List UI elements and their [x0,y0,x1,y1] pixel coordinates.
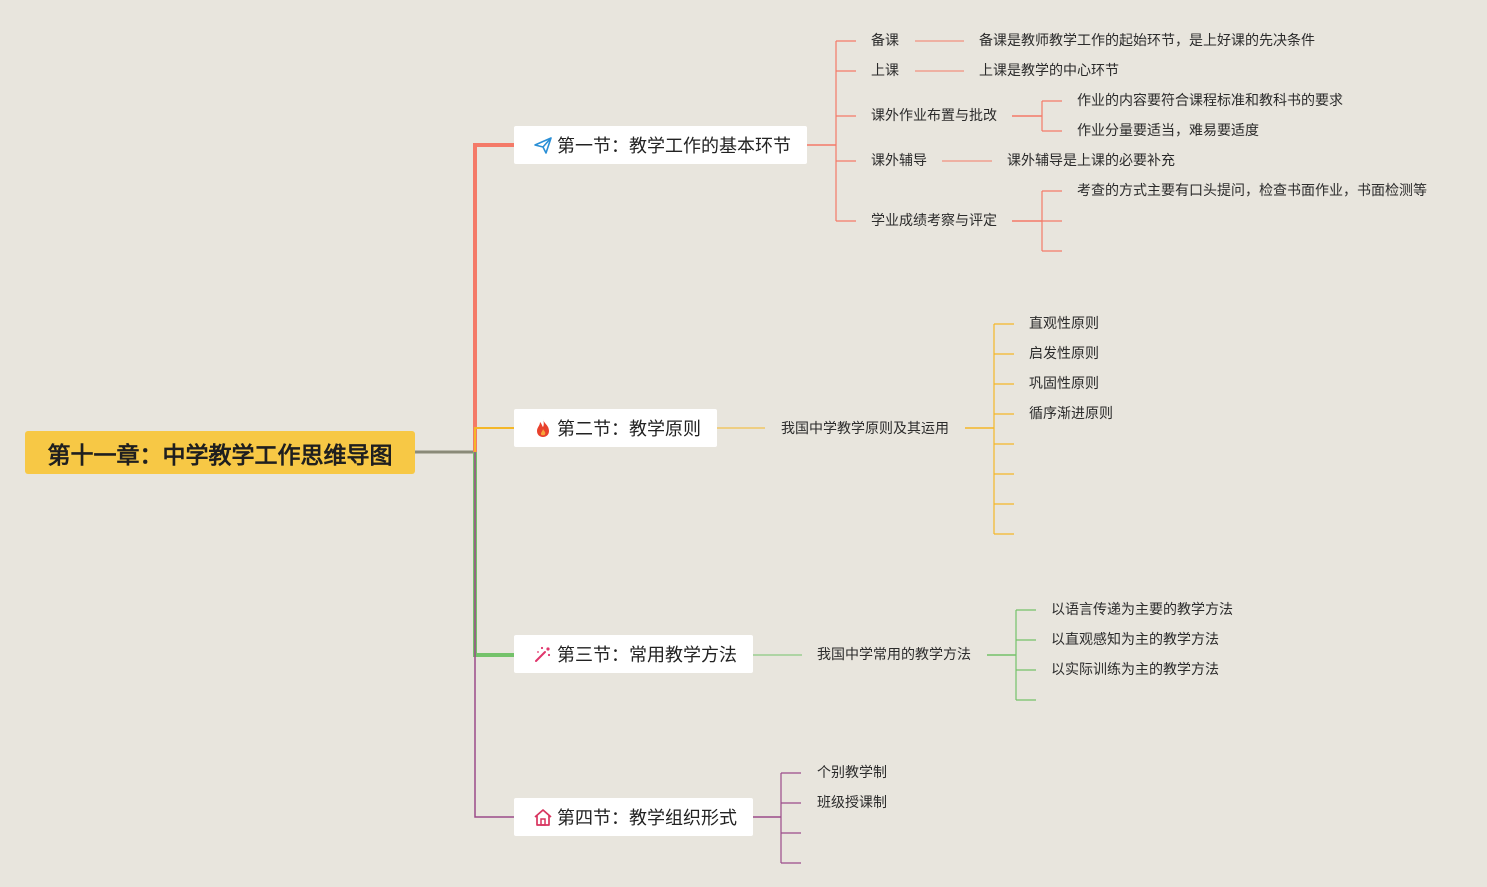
section-1-title: 第一节：教学工作的基本环节 [557,136,791,157]
topic-prep[interactable]: 备课 [871,33,899,49]
detail-assessment-methods[interactable]: 考查的方式主要有口头提问，检查书面作业，书面检测等 [1077,183,1427,199]
detail-homework-amount[interactable]: 作业分量要适当，难易要适度 [1077,123,1259,139]
section-2-node[interactable]: 第二节：教学原则 [514,409,717,447]
section-4-node[interactable]: 第四节：教学组织形式 [514,798,753,836]
method-verbal[interactable]: 以语言传递为主要的教学方法 [1051,602,1233,618]
method-perception[interactable]: 以直观感知为主的教学方法 [1051,632,1219,648]
method-practice[interactable]: 以实际训练为主的教学方法 [1051,662,1219,678]
topic-assessment[interactable]: 学业成绩考察与评定 [871,213,997,229]
home-icon [532,806,554,828]
section-1-node[interactable]: 第一节：教学工作的基本环节 [514,126,807,164]
root-topic[interactable]: 第十一章：中学教学工作思维导图 [25,431,415,474]
flame-icon [532,417,554,439]
detail-homework-content[interactable]: 作业的内容要符合课程标准和教科书的要求 [1077,93,1343,109]
principle-intuitive[interactable]: 直观性原则 [1029,316,1099,332]
topic-class[interactable]: 上课 [871,63,899,79]
principle-heuristic[interactable]: 启发性原则 [1029,346,1099,362]
branch-line-section-2 [474,427,514,452]
detail-tutoring[interactable]: 课外辅导是上课的必要补充 [1007,153,1175,169]
paper-plane-icon [532,134,554,156]
principle-consolidation[interactable]: 巩固性原则 [1029,376,1099,392]
topic-tutoring[interactable]: 课外辅导 [871,153,927,169]
branch-line-section-3 [473,452,514,657]
root-title: 第十一章：中学教学工作思维导图 [47,442,393,469]
section-4-title: 第四节：教学组织形式 [557,808,737,829]
principle-gradual[interactable]: 循序渐进原则 [1029,406,1113,422]
topic-methods[interactable]: 我国中学常用的教学方法 [817,647,971,663]
section-2-title: 第二节：教学原则 [557,419,701,440]
detail-prep[interactable]: 备课是教师教学工作的起始环节，是上好课的先决条件 [979,33,1315,49]
topic-homework[interactable]: 课外作业布置与批改 [871,108,997,124]
branch-line-section-4 [474,452,514,818]
magic-wand-icon [532,643,554,665]
form-individual[interactable]: 个别教学制 [817,765,887,781]
detail-class[interactable]: 上课是教学的中心环节 [979,63,1119,79]
section-3-node[interactable]: 第三节：常用教学方法 [514,635,753,673]
section-3-title: 第三节：常用教学方法 [557,645,737,666]
topic-principles[interactable]: 我国中学教学原则及其运用 [781,421,949,437]
branch-line-section-1 [473,143,514,452]
form-class[interactable]: 班级授课制 [817,795,887,811]
